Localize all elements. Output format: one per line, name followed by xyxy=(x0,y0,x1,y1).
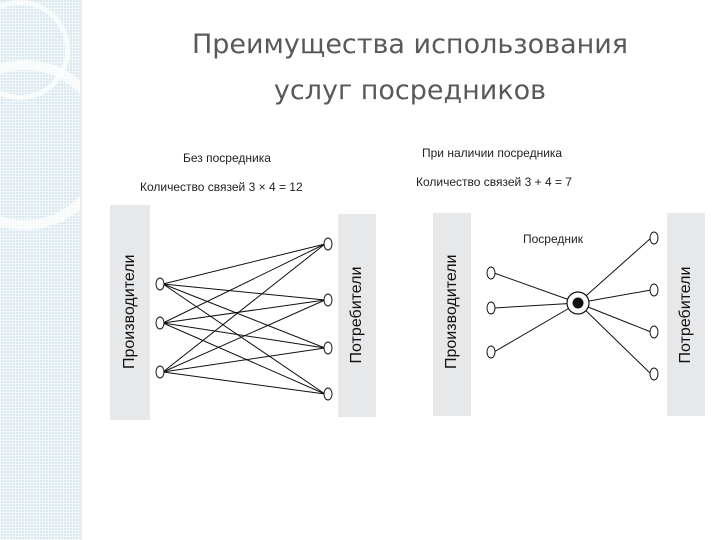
right-consumer-node xyxy=(649,367,659,381)
left-edge xyxy=(162,283,326,301)
left-consumer-node xyxy=(323,237,333,251)
right-nodes xyxy=(486,231,659,381)
right-edge xyxy=(577,289,652,304)
intermediary-label: Посредник xyxy=(523,232,583,246)
right-count-label: Количество связей 3 + 4 = 7 xyxy=(416,175,572,189)
decorative-side-strip xyxy=(0,0,80,540)
intermediary-node xyxy=(566,291,590,315)
right-edges xyxy=(493,237,652,375)
left-edges xyxy=(162,243,326,395)
right-producer-node xyxy=(486,345,496,359)
right-consumers-box xyxy=(667,213,705,416)
left-consumer-node xyxy=(323,341,333,355)
left-consumer-node xyxy=(323,293,333,307)
left-producer-node xyxy=(155,365,165,379)
right-edge xyxy=(493,302,579,309)
left-edge xyxy=(162,243,326,373)
left-consumers-box xyxy=(338,214,376,417)
right-edge xyxy=(577,237,652,304)
right-edge xyxy=(493,302,579,353)
right-producer-node xyxy=(486,266,496,280)
left-edge xyxy=(162,371,326,395)
left-edge xyxy=(162,243,326,285)
title-line-1: Преимущества использования xyxy=(191,29,629,60)
left-count-label: Количество связей 3 × 4 = 12 xyxy=(140,180,303,194)
left-edge xyxy=(162,299,326,373)
right-consumer-node xyxy=(649,283,659,297)
left-edge xyxy=(162,347,326,373)
left-edge xyxy=(162,322,326,395)
strip-divider xyxy=(80,0,82,540)
left-heading: Без посредника xyxy=(183,151,271,165)
left-edge xyxy=(162,243,326,324)
page-title: Преимущества использования услуг посредн… xyxy=(110,22,710,114)
right-heading: При наличии посредника xyxy=(422,146,563,160)
right-edge xyxy=(577,302,652,333)
right-producers-box xyxy=(433,213,471,416)
left-producer-node xyxy=(155,316,165,330)
left-edge xyxy=(162,283,326,395)
title-line-2: услуг посредников xyxy=(273,75,547,106)
decorative-ring xyxy=(0,0,70,100)
left-producers-box xyxy=(110,205,150,420)
right-consumer-node xyxy=(649,325,659,339)
right-producer-node xyxy=(486,301,496,315)
left-nodes xyxy=(155,237,333,401)
right-consumer-node xyxy=(649,231,659,245)
right-edge xyxy=(493,272,579,304)
left-consumer-node xyxy=(323,387,333,401)
left-edge xyxy=(162,299,326,324)
right-edge xyxy=(577,302,652,375)
left-producer-node xyxy=(155,277,165,291)
left-edge xyxy=(162,283,326,349)
